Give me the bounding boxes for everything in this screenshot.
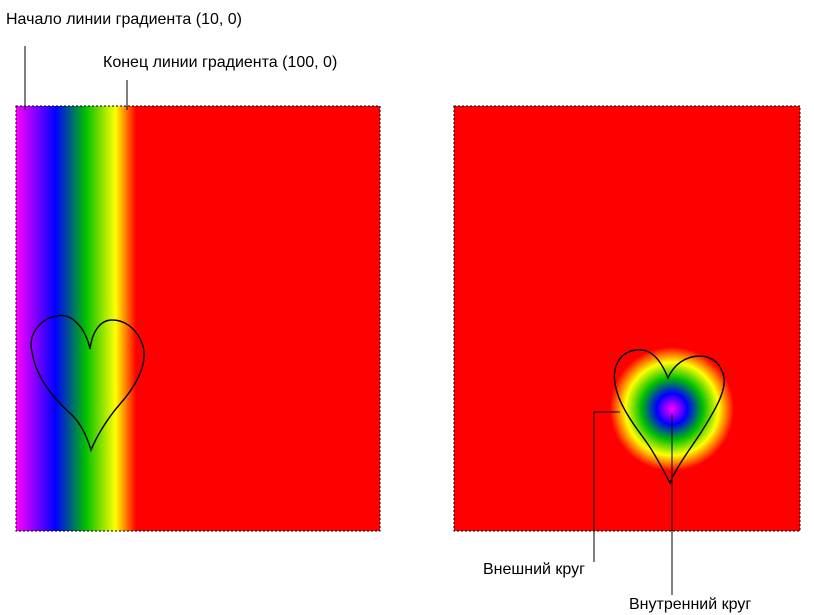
inner-circle-label: Внутренний круг bbox=[629, 596, 751, 613]
radial-gradient-circle bbox=[610, 347, 734, 471]
callout-lines bbox=[24, 46, 673, 595]
gradient-end-label: Конец линии градиента (100, 0) bbox=[103, 54, 337, 71]
radial-panel-border bbox=[453, 105, 801, 532]
heart-outline-right bbox=[613, 349, 725, 485]
linear-gradient-panel bbox=[15, 105, 381, 532]
linear-gradient-fill bbox=[16, 106, 380, 531]
radial-gradient-panel bbox=[453, 105, 801, 532]
gradient-start-label: Начало линии градиента (10, 0) bbox=[6, 11, 242, 28]
outer-circle-label: Внешний круг bbox=[483, 561, 585, 578]
linear-panel-border bbox=[15, 105, 381, 532]
outer-circle-leader bbox=[593, 411, 620, 562]
heart-outline-left bbox=[30, 314, 145, 453]
radial-background-fill bbox=[454, 106, 800, 531]
